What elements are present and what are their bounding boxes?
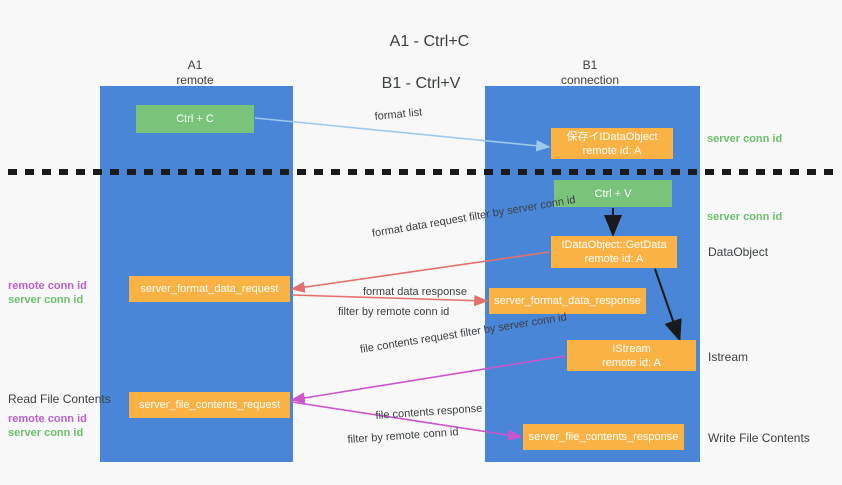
box-server-format-data-response[interactable]: server_format_data_response — [489, 288, 646, 314]
page-title: A1 - Ctrl+C B1 - Ctrl+V — [0, 10, 842, 136]
box-idataobject-getdata-line1: IDataObject::GetData — [561, 239, 667, 251]
box-ctrl-c-label: Ctrl + C — [176, 113, 214, 125]
column-header-b1-sub: connection — [560, 73, 620, 87]
box-idataobject-getdata-line2: remote id: A — [584, 253, 644, 265]
box-save-idataobject-line1: 保存イIDataObject — [566, 130, 658, 143]
column-header-a1-sub: remote — [176, 73, 214, 87]
label-format-data-response-text: format data response — [363, 286, 467, 298]
annotation-remote-conn-id-2: remote conn id — [8, 413, 87, 425]
box-server-format-data-request-label: server_format_data_request — [140, 283, 279, 295]
annotation-read-file-contents: Read File Contents — [8, 392, 111, 406]
label-format-data-response-filter-prefix: filter by — [338, 306, 377, 318]
title-line-2: B1 - Ctrl+V — [381, 75, 461, 92]
label-file-contents-response-filter: filter by remote conn id — [347, 425, 459, 448]
label-file-contents-response-filter-prefix: filter by — [347, 431, 387, 446]
column-header-b1: B1 connection — [510, 58, 670, 88]
box-ctrl-v[interactable]: Ctrl + V — [554, 180, 672, 207]
label-file-contents-request-text: file contents request — [359, 328, 459, 356]
box-istream-line2: remote id: A — [602, 356, 661, 369]
box-server-file-contents-response-label: server_file_contents_response — [528, 431, 679, 443]
annotation-istream-text: Istream — [708, 350, 749, 364]
title-line-1: A1 - Ctrl+C — [389, 33, 470, 50]
label-format-data-request-text: format data request — [371, 212, 468, 240]
annotation-remote-conn-id-1: remote conn id — [8, 280, 87, 292]
phase-divider — [8, 169, 834, 175]
annotation-server-conn-id-2: server conn id — [8, 427, 84, 439]
column-header-a1-name: A1 — [187, 58, 203, 72]
box-server-format-data-response-label: server_format_data_response — [494, 295, 641, 307]
annotation-server-conn-id-1: server conn id — [8, 294, 84, 306]
box-server-format-data-request[interactable]: server_format_data_request — [129, 276, 290, 302]
box-server-file-contents-response[interactable]: server_file_contents_response — [523, 424, 684, 450]
annotation-conn-ids-upper: remote conn id server conn id — [8, 279, 87, 307]
annotation-write-file-contents: Write File Contents — [708, 431, 810, 445]
box-server-file-contents-request[interactable]: server_file_contents_request — [129, 392, 290, 418]
annotation-read-file-contents-text: Read File Contents — [8, 392, 111, 406]
box-save-idataobject[interactable]: 保存イIDataObject remote id: A — [551, 128, 673, 159]
label-format-list-text: format list — [374, 106, 423, 123]
box-save-idataobject-line2: remote id: A — [582, 144, 642, 157]
column-header-a1: A1 remote — [115, 58, 275, 88]
box-idataobject-getdata[interactable]: IDataObject::GetData remote id: A — [551, 236, 677, 268]
annotation-server-conn-id-mid: server conn id — [707, 210, 782, 224]
annotation-write-file-contents-text: Write File Contents — [708, 431, 810, 445]
annotation-server-conn-id-top: server conn id — [707, 132, 782, 146]
label-format-data-response-filter-value: remote conn id — [376, 306, 450, 318]
column-header-b1-name: B1 — [582, 58, 598, 72]
annotation-conn-ids-lower: remote conn id server conn id — [8, 412, 87, 440]
annotation-server-conn-id-top-text: server conn id — [707, 133, 783, 145]
label-file-contents-response-filter-value: remote conn id — [385, 426, 459, 444]
label-format-data-response-filter: filter by remote conn id — [338, 305, 449, 320]
label-file-contents-response-text: file contents response — [375, 402, 483, 422]
box-ctrl-v-label: Ctrl + V — [594, 187, 632, 200]
annotation-dataobject-text: DataObject — [708, 245, 769, 259]
box-istream-line1: IStream — [612, 342, 651, 355]
label-file-contents-response: file contents response — [375, 402, 483, 424]
box-ctrl-c[interactable]: Ctrl + C — [136, 105, 254, 133]
box-server-file-contents-request-label: server_file_contents_request — [138, 399, 281, 411]
annotation-server-conn-id-mid-text: server conn id — [707, 211, 783, 223]
box-istream[interactable]: IStream remote id: A — [567, 340, 696, 371]
annotation-dataobject: DataObject — [708, 245, 768, 259]
annotation-istream: Istream — [708, 350, 748, 364]
label-format-data-response: format data response — [363, 285, 467, 300]
